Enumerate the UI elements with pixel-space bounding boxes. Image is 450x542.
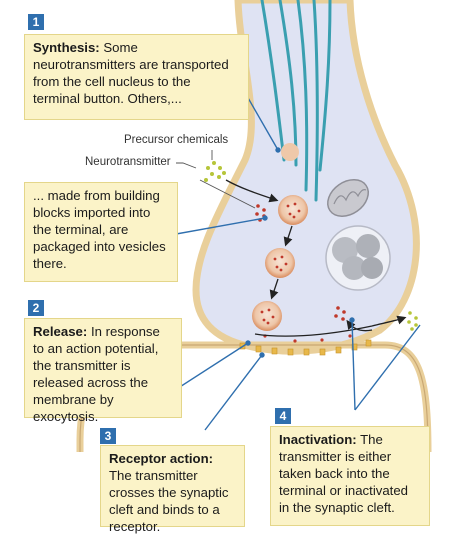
callout-release-text: In response to an action potential, the … [33, 324, 160, 424]
vesicle-cluster [325, 225, 391, 291]
callout-release: Release: In response to an action potent… [24, 318, 182, 424]
callout-synthesis-lead: Synthesis: [33, 40, 100, 55]
inactivated-dots [407, 311, 418, 331]
callout-vesicle-packaging: ... made from building blocks imported i… [24, 182, 178, 282]
precursor-dots [204, 161, 226, 182]
callout-inactivation: Inactivation: The transmitter is either … [270, 426, 430, 526]
neurotransmitter-dots [255, 204, 346, 321]
callout-receptor-action-lead: Receptor action: [109, 451, 214, 466]
step-2-badge: 2 [28, 300, 44, 316]
step-3-badge: 3 [100, 428, 116, 444]
label-neurotransmitter: Neurotransmitter [85, 156, 171, 168]
callout-inactivation-text: The transmitter is either taken back int… [279, 432, 409, 515]
step-1-badge: 1 [28, 14, 44, 30]
callout-synthesis: Synthesis: Some neurotransmitters are tr… [24, 34, 249, 120]
step-4-badge: 4 [275, 408, 291, 424]
callout-receptor-action: Receptor action: The transmitter crosses… [100, 445, 245, 534]
label-precursor-chemicals: Precursor chemicals [124, 134, 229, 146]
receptors [239, 339, 372, 356]
callout-inactivation-lead: Inactivation: [279, 432, 357, 447]
callout-vesicle-packaging-text: ... made from building blocks imported i… [33, 188, 166, 271]
mitochondrion [327, 179, 369, 217]
callout-synthesis-text: Some neurotransmitters are transported f… [33, 40, 229, 106]
callout-release-lead: Release: [33, 324, 88, 339]
callout-receptor-action-text: The transmitter crosses the synaptic cle… [109, 468, 229, 534]
vesicles [252, 195, 308, 331]
